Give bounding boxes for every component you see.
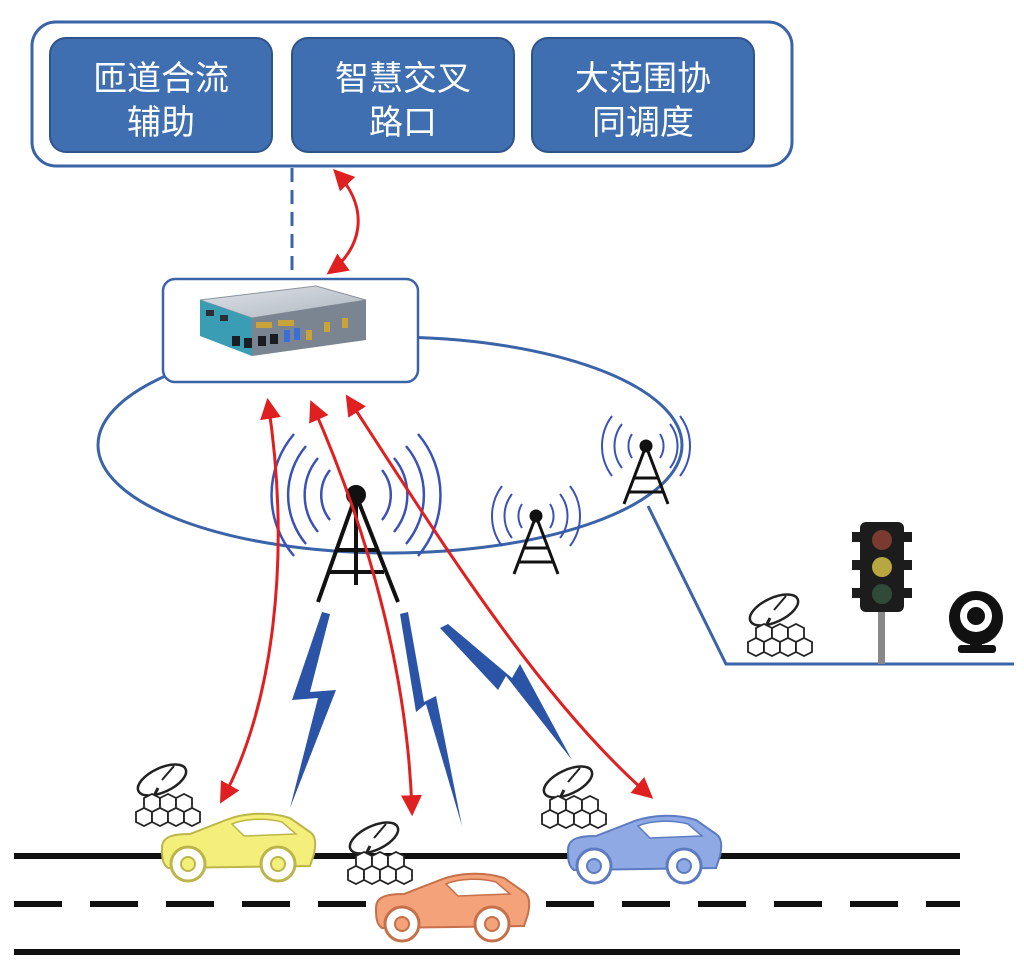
roadside-link-line [646, 505, 1014, 666]
panel-server-arrow [326, 168, 360, 275]
app-label-line1: 匝道合流 [93, 59, 229, 99]
cell-tower-icon [601, 415, 691, 505]
car-icon [160, 812, 317, 883]
satellite-dish-icon [541, 765, 607, 830]
traffic-light-icon [852, 522, 912, 664]
car-icon [374, 872, 531, 943]
satellite-dish-icon [347, 821, 413, 886]
app-label-line2: 同调度 [592, 103, 694, 143]
wireless-signal-bolt [400, 612, 462, 826]
app-label-line1: 智慧交叉 [335, 59, 471, 99]
server-car-arrow-orange [309, 400, 422, 817]
camera-icon [949, 591, 1003, 653]
satellite-dish-icon [135, 763, 201, 828]
wireless-signal-bolt [290, 612, 336, 808]
satellite-dish-icon [747, 593, 813, 658]
app-box-wide-area-scheduling: 大范围协 同调度 [531, 37, 755, 153]
car-icon [566, 814, 723, 885]
app-box-ramp-merge: 匝道合流 辅助 [49, 37, 273, 153]
server-car-arrow-yellow [219, 397, 281, 804]
edge-server-icon [199, 285, 367, 356]
app-label-line2: 路口 [369, 103, 437, 143]
app-label-line1: 大范围协 [575, 59, 711, 99]
app-label-line2: 辅助 [127, 103, 195, 143]
server-car-arrow-blue [345, 394, 654, 799]
app-box-smart-intersection: 智慧交叉 路口 [291, 37, 515, 153]
